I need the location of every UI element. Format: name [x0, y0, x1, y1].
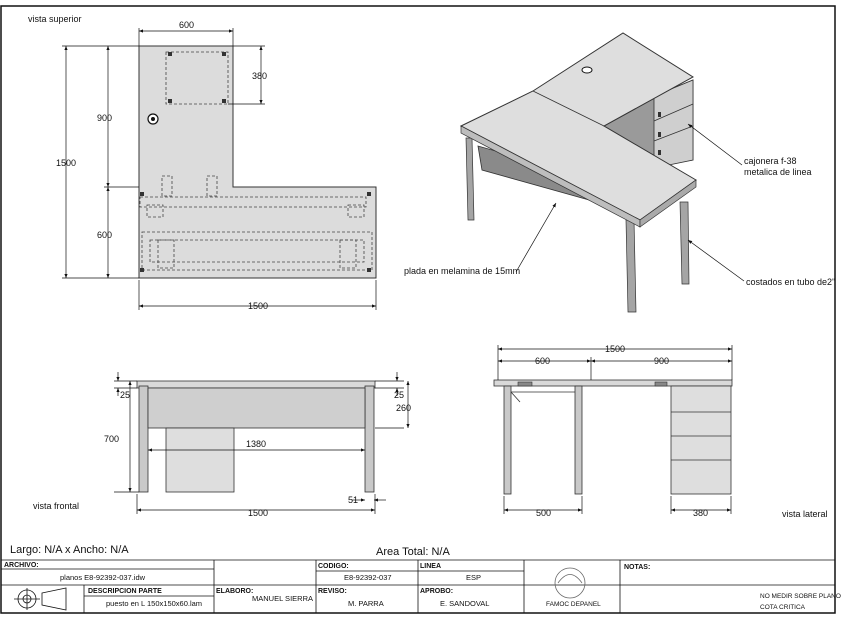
tb-nota-1: NO MEDIR SOBRE PLANO [760, 593, 841, 600]
callout-cajonera-1: cajonera f-38 [744, 156, 797, 166]
dim-top-1500-v: 1500 [56, 158, 76, 168]
summary-largo-ancho: Largo: N/A x Ancho: N/A [10, 544, 129, 556]
side-view [493, 379, 733, 495]
dim-side-900: 900 [654, 356, 669, 366]
tb-aprobo-value: E. SANDOVAL [440, 599, 489, 608]
tb-codigo-header: CODIGO: [318, 563, 349, 570]
dim-side-1500: 1500 [605, 344, 625, 354]
tb-notas-header: NOTAS: [624, 564, 650, 571]
dim-front-51: 51 [348, 495, 358, 505]
tb-archivo-value: planos E8-92392-037.idw [60, 573, 146, 582]
company-logo: FAMOC DEPANEL [546, 567, 601, 608]
dim-front-25-right: 25 [394, 390, 404, 400]
dim-top-600: 600 [179, 20, 194, 30]
view-label-top: vista superior [28, 14, 82, 24]
tb-aprobo-header: APROBO: [420, 588, 453, 595]
dim-front-1380: 1380 [246, 439, 266, 449]
view-label-side: vista lateral [782, 509, 828, 519]
dim-front-260: 260 [396, 403, 411, 413]
dim-front-25-left: 25 [120, 390, 130, 400]
tb-nota-2: COTA CRITICA [760, 604, 806, 611]
sheet-border [0, 5, 836, 614]
isometric-view [459, 32, 697, 313]
dim-top-600-v: 600 [97, 230, 112, 240]
tb-desc-value: puesto en L 150x150x60.lam [106, 599, 202, 608]
dim-side-600: 600 [535, 356, 550, 366]
tb-reviso-header: REVISO: [318, 588, 347, 595]
dim-top-1500-h: 1500 [248, 301, 268, 311]
callout-plada: plada en melamina de 15mm [404, 266, 520, 276]
dim-side-500: 500 [536, 508, 551, 518]
tb-elaboro-header: ELABORO: [216, 588, 253, 595]
tb-elaboro-value: MANUEL SIERRA [252, 594, 313, 603]
dim-side-380: 380 [693, 508, 708, 518]
summary-area-total: Area Total: N/A [376, 546, 450, 558]
logo-text: FAMOC DEPANEL [546, 601, 601, 608]
view-label-front: vista frontal [33, 501, 79, 511]
dim-front-700: 700 [104, 434, 119, 444]
callout-costados: costados en tubo de2" [746, 277, 835, 287]
tb-linea-value: ESP [466, 573, 481, 582]
callout-cajonera-2: metalica de linea [744, 167, 812, 177]
title-block [1, 559, 835, 613]
tb-archivo-header: ARCHIVO: [4, 562, 39, 569]
tb-reviso-value: M. PARRA [348, 599, 384, 608]
tb-linea-header: LINEA [420, 563, 441, 570]
projection-symbol [14, 587, 67, 611]
dim-top-380: 380 [252, 71, 267, 81]
dim-top-900: 900 [97, 113, 112, 123]
front-view [136, 380, 376, 493]
tb-codigo-value: E8-92392-037 [344, 573, 392, 582]
tb-desc-header: DESCRIPCION PARTE [88, 588, 162, 595]
dim-front-1500: 1500 [248, 508, 268, 518]
